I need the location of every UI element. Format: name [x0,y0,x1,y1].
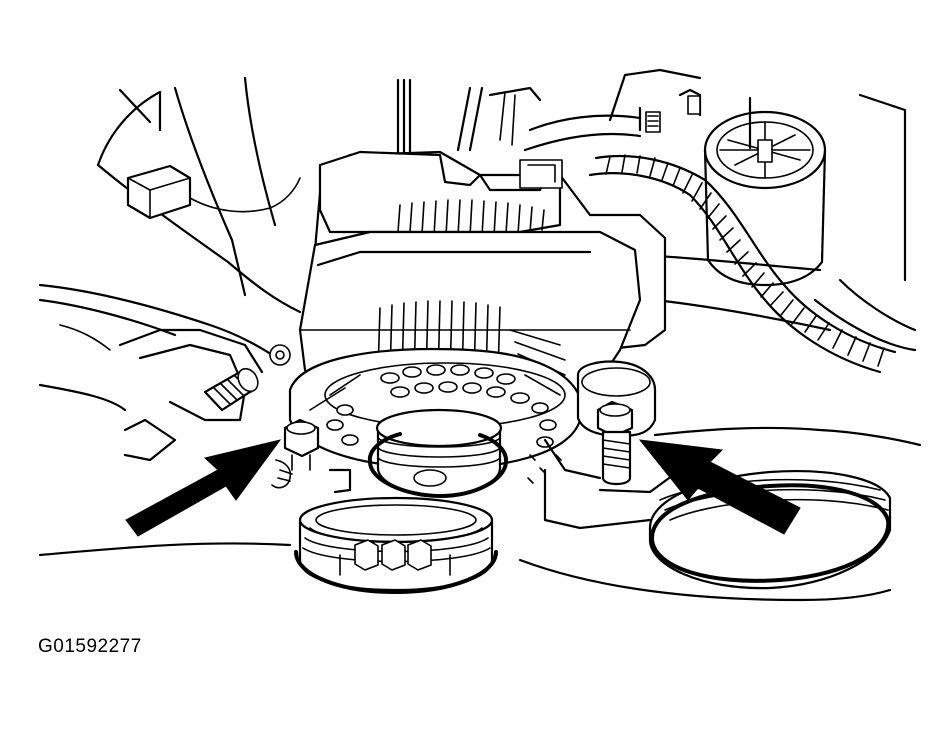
right-pivot-bolt [576,360,657,486]
vent-holes [326,364,557,448]
arrow-left-icon [125,439,282,537]
alternator [269,150,667,470]
lower-bracket [38,426,922,602]
wiring-harness [588,154,897,374]
crankshaft-pulley [294,496,498,594]
lower-left-bolt [271,418,320,489]
figure-id-label: G01592277 [38,636,142,657]
left-bracket [38,283,282,462]
alternator-pulley [367,408,509,498]
alternator-mounting-illustration [38,68,922,602]
engine-bay-background [96,68,917,352]
arrow-right-icon [638,439,801,535]
left-stud [203,367,259,412]
